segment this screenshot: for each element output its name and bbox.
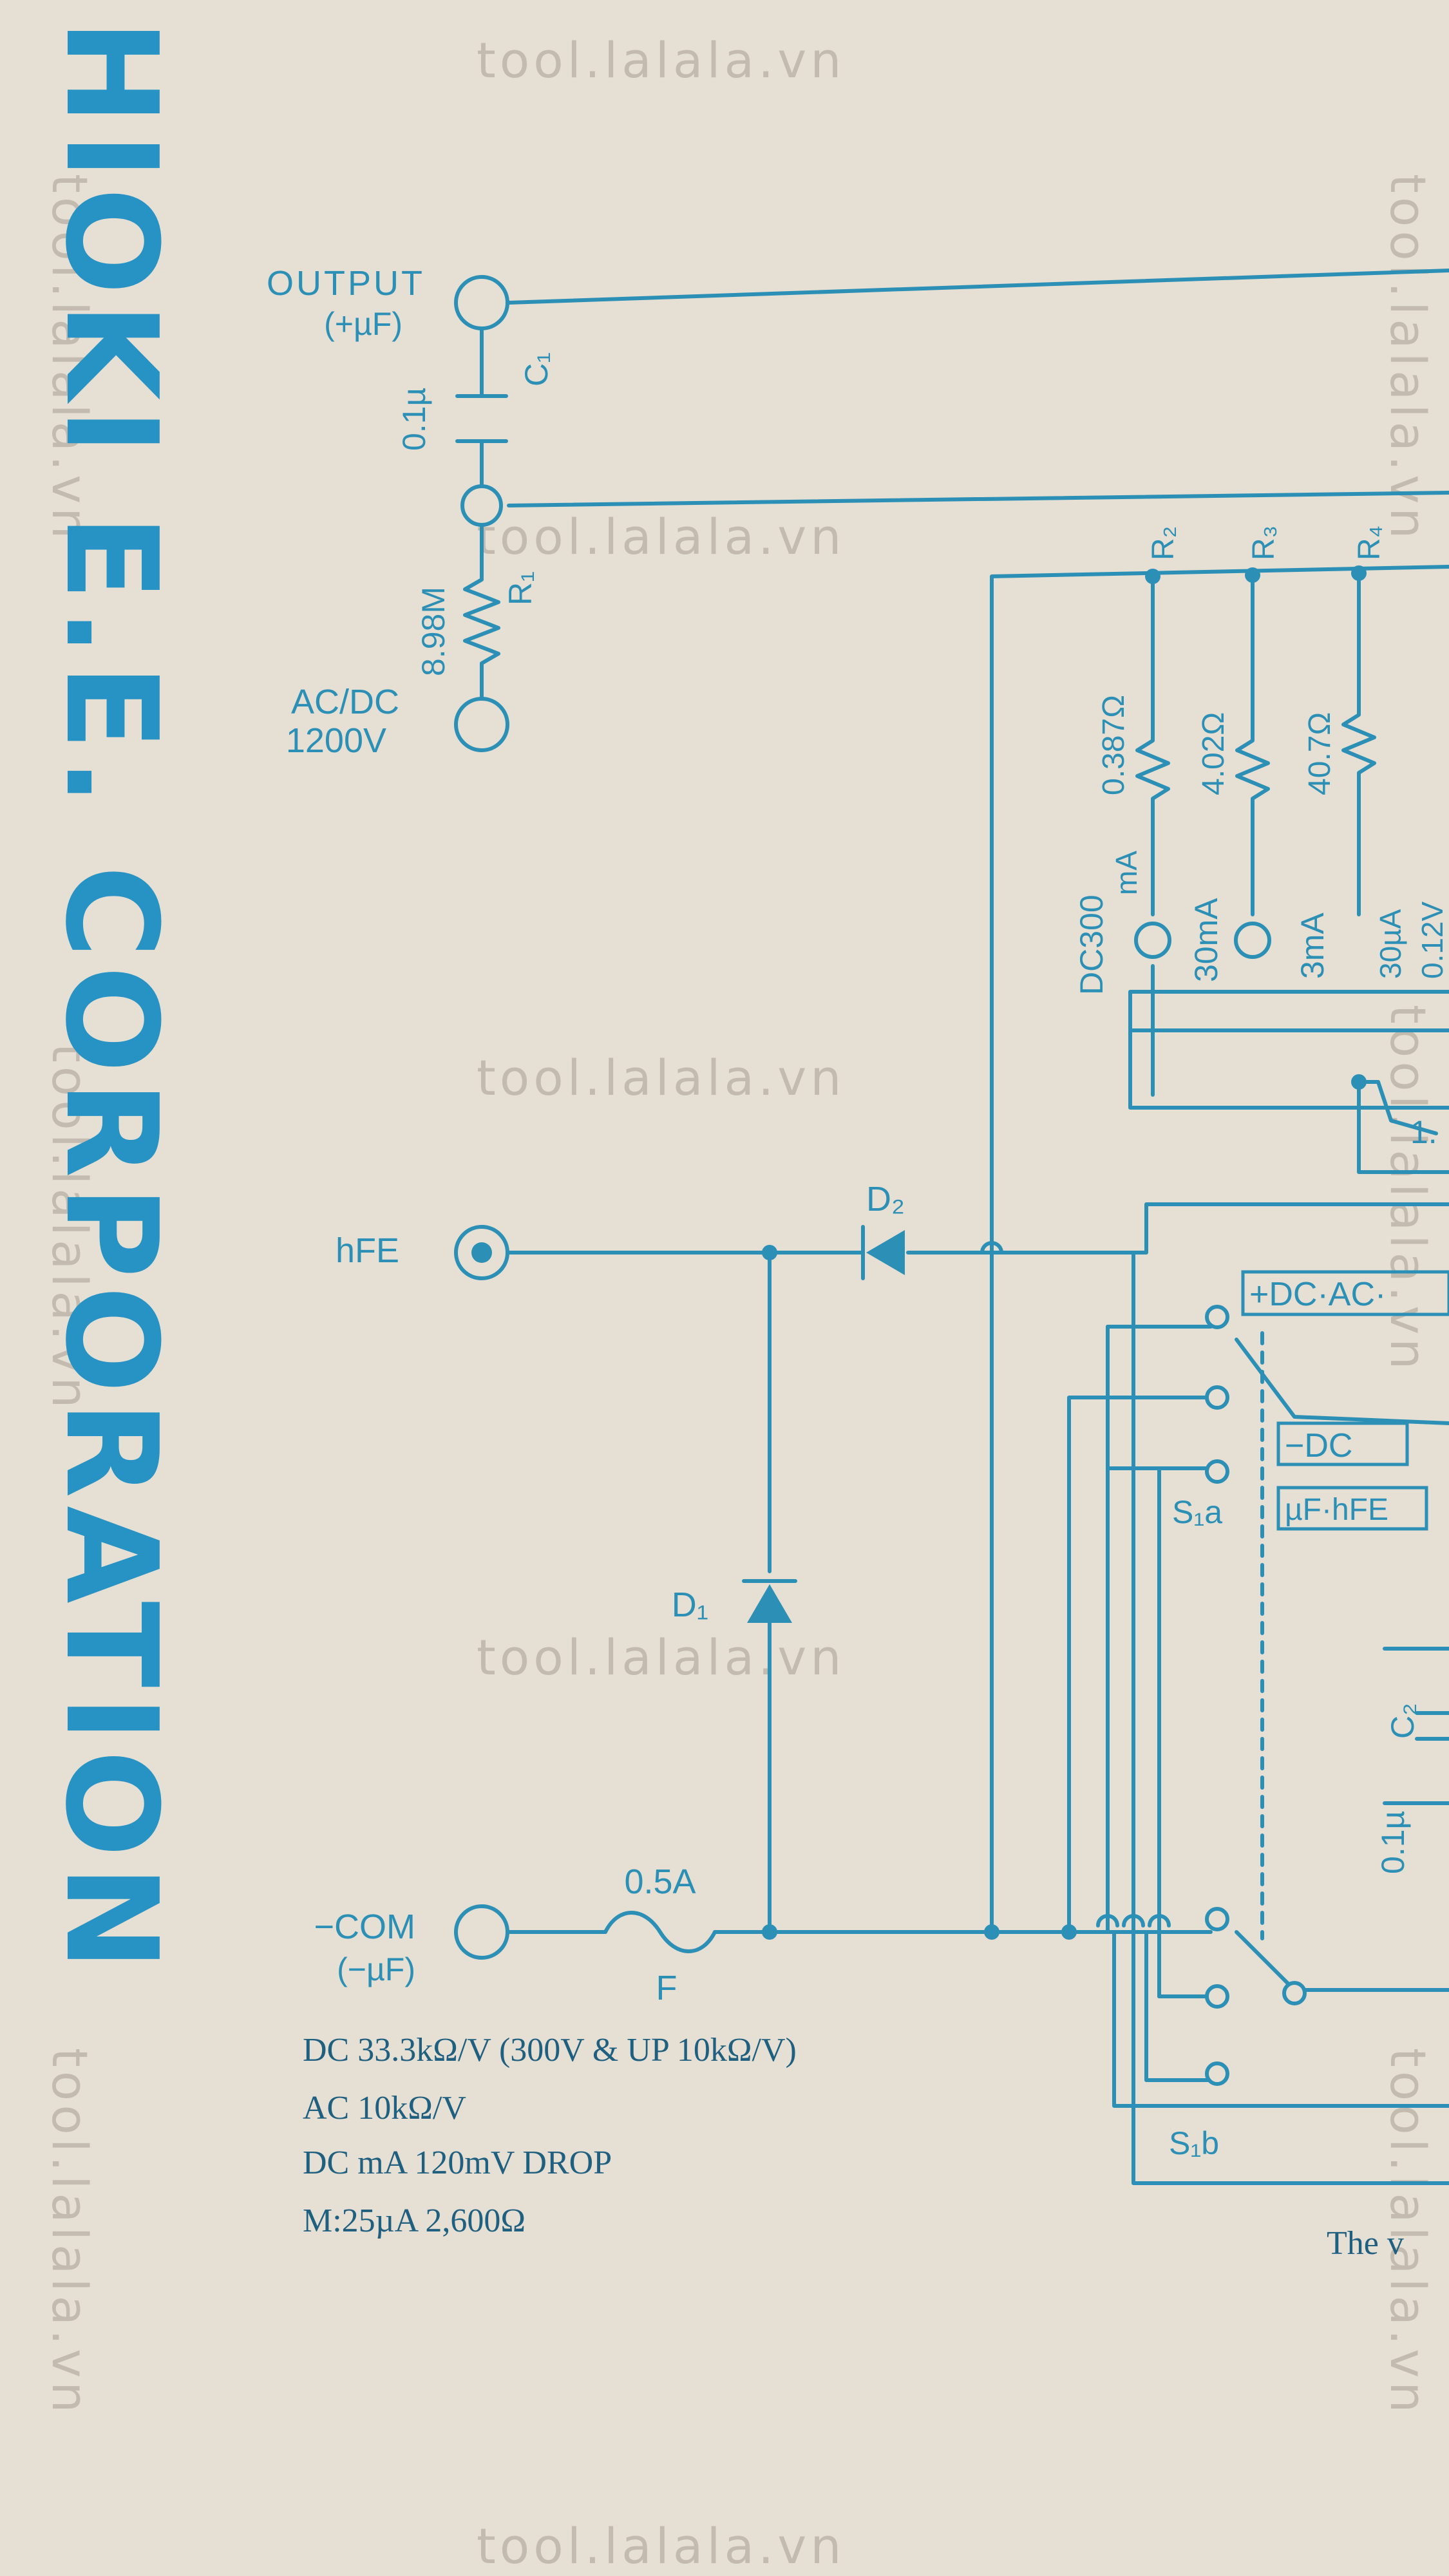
terminal-labels: OUTPUT (+µF) AC/DC 1200V hFE −COM (−µF) [267, 264, 425, 1987]
output-terminal[interactable] [454, 275, 509, 330]
brand-logo: HIOKI E.E. CORPORATION [37, 19, 184, 1978]
r4-name: R₄ [1352, 526, 1387, 560]
c2-name: C₂ [1385, 1703, 1421, 1739]
range-dc300-unit: mA [1110, 851, 1143, 895]
d2-label: D₂ [866, 1180, 905, 1218]
range-3ma: 3mA [1294, 913, 1331, 979]
acdc-voltage-label: 1200V [286, 721, 386, 760]
mode-box-dc [1276, 1421, 1409, 1466]
diode-d1-symbol [742, 1579, 797, 1623]
spec-block: DC 33.3kΩ/V (300V & UP 10kΩ/V) AC 10kΩ/V… [303, 2032, 1404, 2262]
junctions [762, 565, 1367, 1940]
switch-s1a-label: S₁a [1172, 1494, 1222, 1530]
com-sub-label: (−µF) [337, 1951, 415, 1987]
wires [455, 269, 1449, 2185]
diode-d2-symbol [861, 1225, 905, 1280]
r1-name: R₁ [502, 571, 538, 605]
mode-dcac: +DC·AC· [1249, 1276, 1386, 1313]
fuse-symbol [603, 1911, 717, 1953]
r2-name: R₂ [1146, 526, 1180, 560]
com-label: −COM [314, 1908, 415, 1946]
component-labels: 0.1µ C₁ 8.98M R₁ R₂ R₃ R₄ 0.387Ω 4.02Ω 4… [396, 352, 1421, 2007]
footer-partial-text: The v [1327, 2225, 1404, 2262]
output-sub-label: (+µF) [324, 306, 402, 342]
range-labels: DC300 mA 30mA 3mA 30µA 0.12V [1074, 851, 1449, 995]
c1-name: C₁ [518, 352, 554, 386]
switch-contact [1205, 2061, 1229, 2086]
watermark: tool.lalala.vn [477, 2517, 845, 2575]
watermark: tool.lalala.vn [41, 2048, 99, 2416]
mode-box-dcac [1241, 1270, 1449, 1316]
r2-value: 0.387Ω [1097, 695, 1131, 795]
com-terminal[interactable] [454, 1904, 509, 1960]
watermark: tool.lalala.vn [477, 1629, 845, 1686]
fuse-name: F [656, 1969, 677, 2007]
c2-value: 0.1µ [1375, 1811, 1411, 1874]
acdc-label: AC/DC [291, 683, 399, 721]
r1-value: 8.98M [415, 587, 451, 676]
mode-dc: −DC [1285, 1427, 1352, 1464]
output-label: OUTPUT [267, 264, 425, 303]
spec-line-2: AC 10kΩ/V [303, 2090, 466, 2126]
r1-junction-terminal [460, 484, 503, 527]
spec-line-1: DC 33.3kΩ/V (300V & UP 10kΩ/V) [303, 2032, 797, 2069]
watermark: tool.lalala.vn [477, 508, 845, 565]
switch-contact [1205, 1305, 1229, 1329]
range-dc300: DC300 [1074, 895, 1110, 995]
watermark: tool.lalala.vn [1379, 2048, 1437, 2416]
r3-value: 4.02Ω [1197, 712, 1231, 795]
mode-box-ufhfe [1276, 1486, 1428, 1531]
switch-labels: +DC·AC· −DC µF·hFE S₁a S₁b 1. [1169, 1114, 1437, 2161]
hfe-label: hFE [336, 1231, 399, 1270]
spec-line-3: DC mA 120mV DROP [303, 2145, 612, 2181]
watermark: tool.lalala.vn [41, 1043, 99, 1412]
30ma-terminal [1234, 922, 1271, 959]
c1-value: 0.1µ [396, 388, 432, 451]
switch-contact [1282, 1981, 1307, 2005]
r3-name: R₃ [1247, 526, 1281, 560]
watermark: tool.lalala.vn [41, 174, 99, 542]
r4-value: 40.7Ω [1303, 712, 1337, 795]
switch-contact [1205, 1907, 1229, 1931]
switch-contact [1205, 1984, 1229, 2009]
hfe-terminal-center [471, 1242, 492, 1263]
range-012v: 0.12V [1416, 901, 1449, 979]
range-30ma: 30mA [1188, 898, 1224, 982]
watermarks: tool.lalala.vn tool.lalala.vn tool.lalal… [41, 32, 1437, 2575]
d1-label: D₁ [672, 1586, 708, 1624]
mode-ufhfe: µF·hFE [1285, 1493, 1388, 1527]
crossovers [980, 1241, 1171, 1927]
fuse-rating: 0.5A [624, 1862, 696, 1901]
partial-label: 1. [1410, 1114, 1437, 1150]
switch-s1b-label: S₁b [1169, 2125, 1219, 2161]
watermark: tool.lalala.vn [477, 32, 845, 89]
watermark: tool.lalala.vn [1379, 1005, 1437, 1373]
acdc-terminal[interactable] [454, 697, 509, 752]
range-30ua: 30µA [1374, 909, 1407, 979]
dc300ma-terminal [1134, 922, 1171, 959]
switch-contact [1205, 1459, 1229, 1484]
watermark: tool.lalala.vn [477, 1049, 845, 1106]
watermark: tool.lalala.vn [1379, 174, 1437, 542]
spec-line-4: M:25µA 2,600Ω [303, 2202, 526, 2239]
switch-contact [1205, 1385, 1229, 1410]
